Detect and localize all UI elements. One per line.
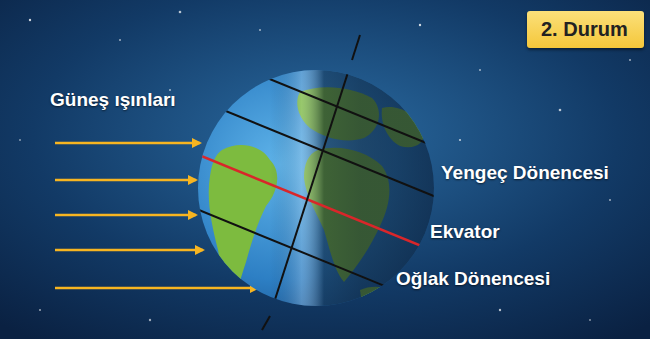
rays-label: Güneş ışınları — [50, 89, 176, 111]
latitude-label: Oğlak Dönencesi — [396, 268, 550, 290]
title-badge: 2. Durum — [527, 11, 644, 48]
latitude-label: Yengeç Dönencesi — [441, 162, 609, 184]
badge-text: 2. Durum — [541, 18, 630, 41]
latitude-label: Ekvator — [430, 221, 500, 243]
